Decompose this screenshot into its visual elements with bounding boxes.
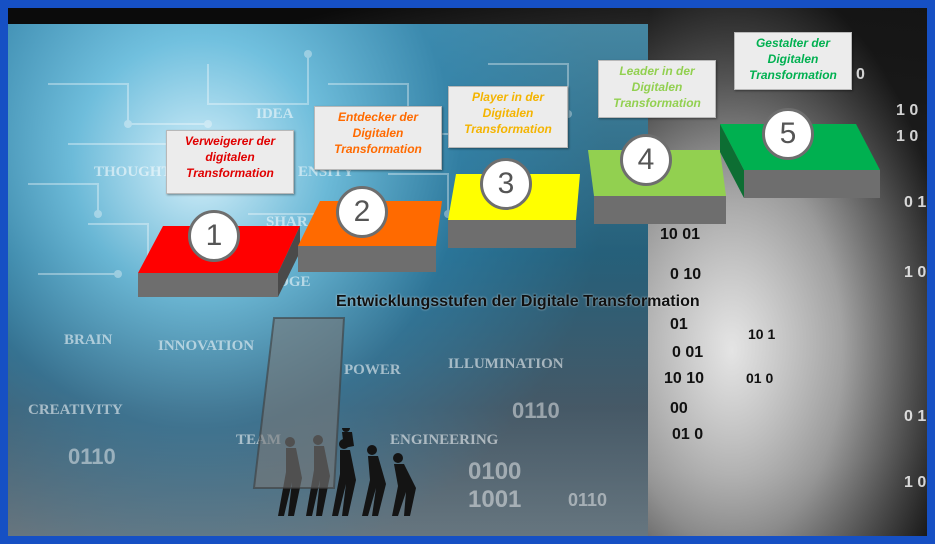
background-word: POWER [344, 362, 401, 378]
binary-digits: 0 1 [904, 408, 927, 425]
binary-digits: 0100 [468, 458, 522, 485]
binary-digits: 0110 [568, 490, 608, 510]
stage-2-label-text: Entdecker der Digitalen Transformation [334, 110, 422, 156]
diagram-title: Entwicklungsstufen der Digitale Transfor… [336, 293, 700, 310]
binary-digits: 1 0 [904, 264, 927, 281]
binary-digits: 1 0 [904, 474, 927, 491]
stage-4-label: Leader in der Digitalen Transformation [598, 60, 716, 118]
stage-4-number-badge: 4 [620, 134, 672, 186]
binary-digits: 1001 [468, 486, 522, 513]
background-word: ENGINEERING [390, 432, 499, 448]
staircase [138, 124, 880, 297]
background-word: INNOVATION [158, 338, 255, 354]
stage-5-number-badge: 5 [762, 108, 814, 160]
puzzle-piece-pillar [252, 317, 346, 489]
stage-3-label-text: Player in der Digitalen Transformation [464, 90, 552, 136]
binary-digits: 0 1 [904, 194, 927, 211]
stage-1-label-text: Verweigerer der digitalen Transformation [184, 134, 276, 180]
binary-digits: 0 [856, 66, 865, 83]
stage-4-number: 4 [637, 143, 655, 176]
binary-digits: 1 0 [896, 102, 919, 119]
binary-digits: 00 [670, 400, 688, 417]
binary-digits: 01 0 [746, 370, 774, 386]
binary-digits: 10 10 [664, 370, 705, 387]
stage-1-label: Verweigerer der digitalen Transformation [166, 130, 294, 194]
binary-digits: 01 [670, 316, 688, 333]
background-word: THOUGHT [94, 164, 172, 180]
background-word: IDEA [256, 106, 294, 122]
stage-5-number: 5 [779, 117, 797, 150]
binary-digits: 10 1 [748, 326, 776, 342]
binary-digits: 10 01 [660, 226, 701, 243]
binary-digits: 1 0 [896, 128, 919, 145]
stage-2-number: 2 [353, 195, 371, 228]
step-5 [720, 124, 880, 198]
stage-5-label: Gestalter der Digitalen Transformation [734, 32, 852, 90]
stage-1-number-badge: 1 [188, 210, 240, 262]
stage-4-label-text: Leader in der Digitalen Transformation [613, 64, 701, 110]
binary-digits: 0110 [512, 398, 560, 423]
stage-3-number: 3 [497, 167, 515, 200]
stage-3-number-badge: 3 [480, 158, 532, 210]
background-word: CREATIVITY [28, 402, 123, 418]
binary-digits: 0 01 [672, 344, 704, 361]
background-word: ILLUMINATION [448, 356, 564, 372]
stage-5-label-text: Gestalter der Digitalen Transformation [749, 36, 837, 82]
stage-2-label: Entdecker der Digitalen Transformation [314, 106, 442, 170]
background-image: IDEA THOUGHT ENSITY SHAR DGE BRAIN INNOV… [8, 8, 927, 536]
stage-2-number-badge: 2 [336, 186, 388, 238]
binary-digits: 0110 [68, 444, 116, 469]
binary-digits: 01 0 [672, 426, 704, 443]
background-word: BRAIN [64, 332, 113, 348]
stage-1-number: 1 [205, 219, 223, 252]
stage-3-label: Player in der Digitalen Transformation [448, 86, 568, 148]
binary-digits: 0 10 [670, 266, 702, 283]
